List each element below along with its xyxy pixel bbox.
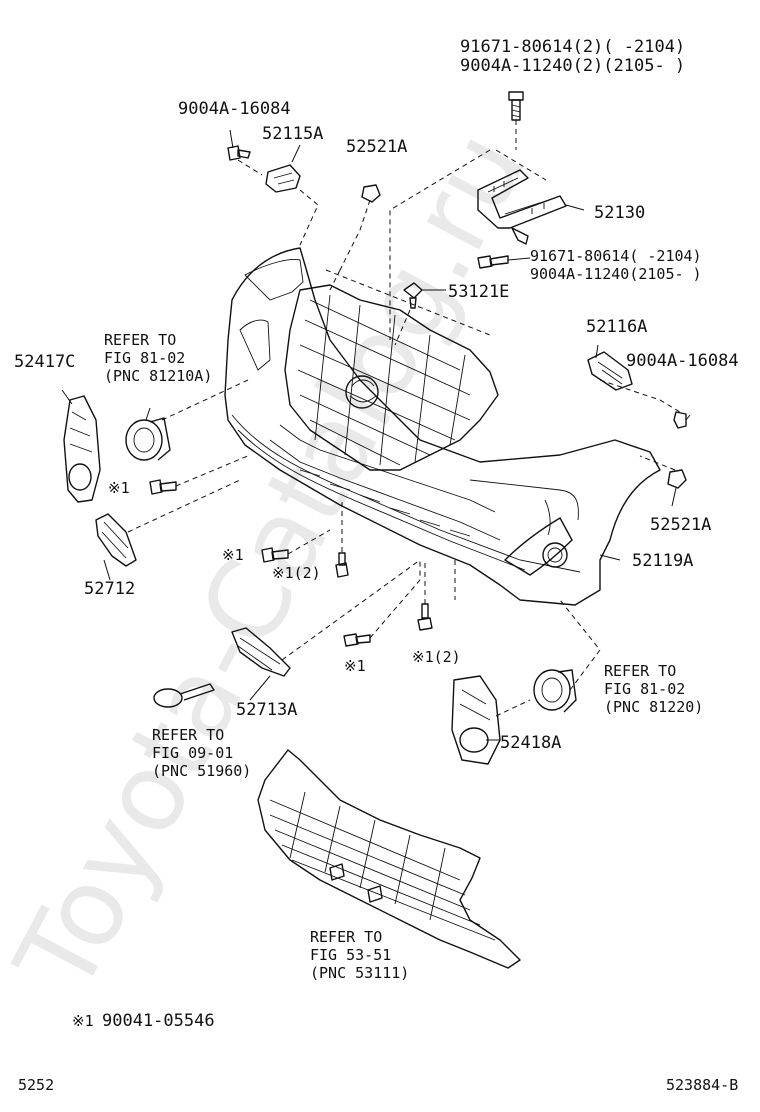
label-bolt-top-b: 9004A-11240(2)(2105- ) — [460, 56, 685, 76]
lower-grille-drawing — [257, 749, 521, 969]
ref-lower-grille-1: REFER TO — [310, 928, 382, 946]
part-labels: 91671-80614(2)( -2104) 9004A-11240(2)(21… — [14, 37, 739, 753]
ref-lower-grille-3: (PNC 53111) — [310, 964, 409, 982]
upper-grille-drawing — [269, 284, 501, 541]
ref-fog-right-3: (PNC 81220) — [604, 698, 703, 716]
left-bolt-drawing — [149, 479, 177, 495]
label-cover-left: 52417C — [14, 352, 75, 372]
top-bolt-drawing — [508, 91, 524, 121]
left-clip-drawing — [227, 145, 251, 161]
right-fog-lamp-drawing — [533, 669, 577, 713]
footnote-mark: ※1 — [72, 1012, 94, 1030]
ref-tow-hook-3: (PNC 51960) — [152, 762, 251, 780]
marker-c: ※1 — [344, 657, 366, 675]
marker-left: ※1 — [108, 479, 130, 497]
refer-labels: REFER TO FIG 81-02 (PNC 81210A) REFER TO… — [104, 331, 703, 982]
ref-fog-right-1: REFER TO — [604, 662, 676, 680]
label-clip-left-top: 9004A-16084 — [178, 99, 291, 119]
top-nut-drawing — [361, 184, 381, 203]
ref-fog-left-2: FIG 81-02 — [104, 349, 185, 367]
label-clip-right: 9004A-16084 — [626, 351, 739, 371]
label-nut-right: 52521A — [650, 515, 711, 535]
left-fog-lamp-drawing — [125, 417, 171, 461]
footnote-part: 90041-05546 — [102, 1011, 215, 1031]
label-bracket-left: 52115A — [262, 124, 323, 144]
bumper-cover-drawing — [224, 247, 661, 606]
center-bolts-drawing — [261, 547, 433, 647]
ref-tow-hook-2: FIG 09-01 — [152, 744, 233, 762]
left-grille-drawing — [95, 513, 137, 567]
left-bracket-drawing — [265, 164, 301, 193]
tow-hook-drawing — [153, 683, 215, 708]
ref-lower-grille-2: FIG 53-51 — [310, 946, 391, 964]
label-grille-center: 52713A — [236, 700, 297, 720]
label-grille-left: 52712 — [84, 579, 135, 599]
label-bolt-mid-b: 9004A-11240(2105- ) — [530, 265, 702, 283]
label-cover-right: 52418A — [500, 733, 561, 753]
footer: 5252 523884-B — [18, 1076, 738, 1094]
center-grille-drawing — [231, 627, 291, 677]
footnote: ※1 90041-05546 — [72, 1011, 215, 1031]
label-bumper-cover: 52119A — [632, 551, 693, 571]
right-fog-cover-drawing — [451, 675, 501, 765]
footer-code: 523884-B — [666, 1076, 738, 1094]
marker-b: ※1(2) — [272, 564, 321, 582]
watermark-text: Toyota-Catalog.ru — [0, 112, 550, 1013]
label-bolt-mid-a: 91671-80614( -2104) — [530, 247, 702, 265]
right-bracket-drawing — [587, 351, 633, 391]
right-clip-drawing — [673, 411, 687, 429]
ref-fog-left-3: (PNC 81210A) — [104, 367, 212, 385]
footer-page: 5252 — [18, 1076, 54, 1094]
watermark: Toyota-Catalog.ru — [0, 112, 550, 1013]
label-clip-center: 53121E — [448, 282, 509, 302]
label-bolt-top-a: 91671-80614(2)( -2104) — [460, 37, 685, 57]
center-bracket-drawing — [477, 169, 567, 245]
label-bracket-right: 52116A — [586, 317, 647, 337]
left-fog-cover-drawing — [63, 395, 101, 503]
leader-lines — [61, 120, 691, 741]
ref-tow-hook-1: REFER TO — [152, 726, 224, 744]
ref-fog-left-1: REFER TO — [104, 331, 176, 349]
label-bracket-center: 52130 — [594, 203, 645, 223]
marker-a: ※1 — [222, 546, 244, 564]
mid-bolt-drawing — [477, 255, 509, 269]
label-nut-top: 52521A — [346, 137, 407, 157]
marker-d: ※1(2) — [412, 648, 461, 666]
ref-fog-right-2: FIG 81-02 — [604, 680, 685, 698]
right-nut-drawing — [667, 469, 687, 489]
marker-labels: ※1 ※1 ※1(2) ※1 ※1(2) — [108, 479, 461, 675]
